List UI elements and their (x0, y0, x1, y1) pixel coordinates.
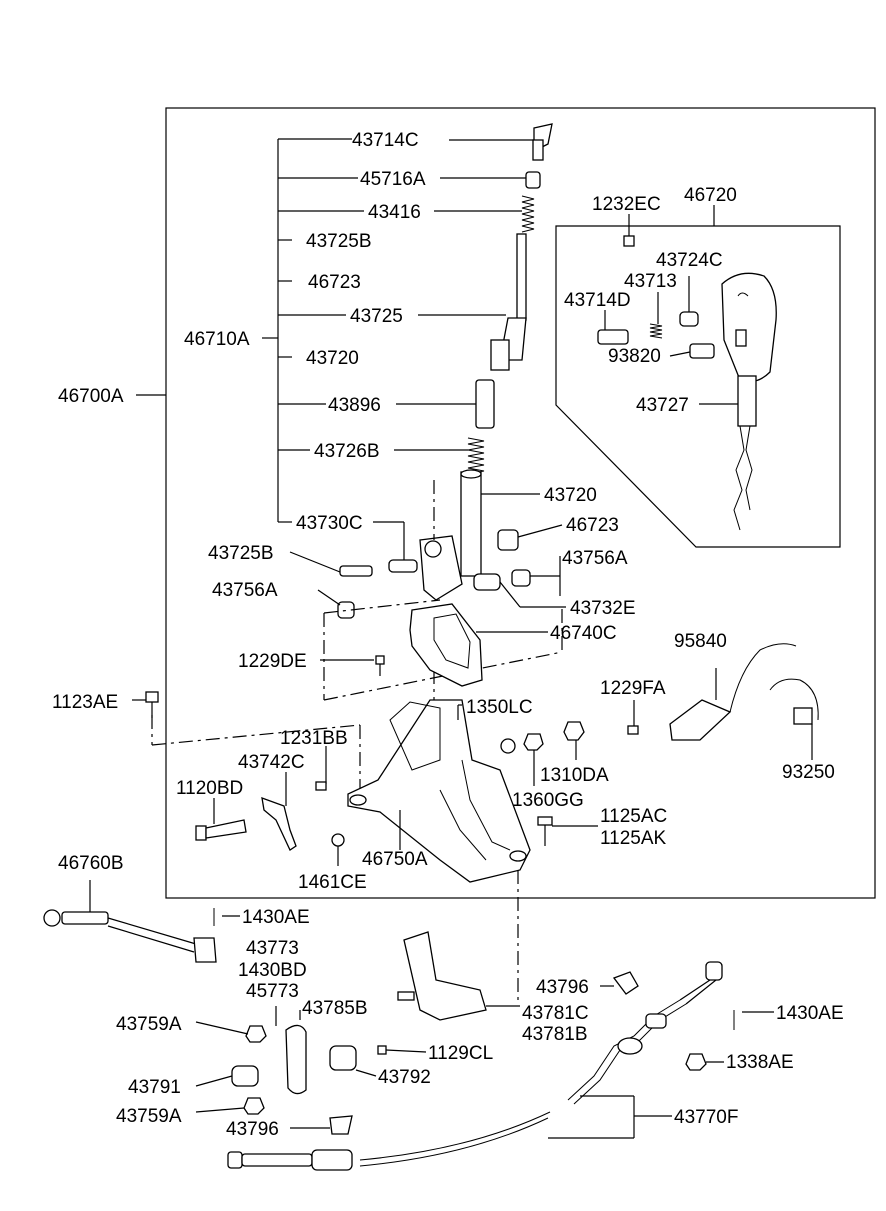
label-43759A-bottom: 43759A (116, 1106, 182, 1127)
label-1430AE-left: 1430AE (242, 907, 310, 928)
label-43725B-top: 43725B (306, 231, 372, 252)
screw-1229FA (627, 700, 639, 735)
part-labels: 43714C 45716A 43416 43725B 46723 43725 4… (52, 130, 844, 1140)
label-1360GG: 1360GG (512, 790, 584, 811)
screw-1229DE (320, 655, 385, 676)
label-1232EC: 1232EC (592, 194, 661, 215)
label-43714C: 43714C (352, 130, 419, 151)
label-1430BD: 1430BD (238, 960, 307, 981)
label-43759A-top: 43759A (116, 1014, 182, 1035)
label-45773: 45773 (246, 981, 299, 1002)
label-43416: 43416 (368, 202, 421, 223)
shift-knob-assembly (597, 205, 777, 531)
label-1338AE: 1338AE (726, 1052, 794, 1073)
label-43730C: 43730C (296, 513, 363, 534)
label-1461CE: 1461CE (298, 872, 367, 893)
label-46750A: 46750A (362, 849, 428, 870)
knob-assembly-frame (555, 225, 841, 548)
label-43727: 43727 (636, 395, 689, 416)
sensor-93250 (769, 678, 819, 760)
shift-cable-43770F (227, 961, 723, 1171)
label-43896: 43896 (328, 395, 381, 416)
label-93250: 93250 (782, 762, 835, 783)
washer-1461CE (331, 833, 345, 866)
clip-1430AE-right (733, 1010, 774, 1030)
label-1350LC: 1350LC (466, 697, 533, 718)
label-43796-bottom: 43796 (226, 1119, 279, 1140)
label-43756A-right: 43756A (562, 548, 628, 569)
bracket-43781C (397, 931, 520, 1021)
clip-1430AE-left (213, 908, 240, 926)
label-95840: 95840 (674, 631, 727, 652)
label-1430AE-right: 1430AE (776, 1003, 844, 1024)
screw-1231BB (315, 746, 327, 791)
bolt-1123AE (132, 691, 159, 718)
label-46700A: 46700A (58, 386, 124, 407)
label-1229DE: 1229DE (238, 651, 307, 672)
label-43756A-left: 43756A (212, 580, 278, 601)
label-46723-mid: 46723 (566, 515, 619, 536)
bolt-1120BD (195, 798, 247, 841)
label-43725: 43725 (350, 306, 403, 327)
label-46760B: 46760B (58, 853, 124, 874)
nut-1310DA (563, 721, 585, 760)
label-43791: 43791 (128, 1077, 181, 1098)
label-43792: 43792 (378, 1067, 431, 1088)
nut-1350LC (457, 704, 516, 754)
label-43770F: 43770F (674, 1107, 738, 1128)
label-45716A: 45716A (360, 169, 426, 190)
label-1125AC: 1125AC (600, 806, 667, 827)
nut-1360GG (523, 733, 544, 786)
label-43714D: 43714D (564, 290, 631, 311)
label-43781B: 43781B (522, 1024, 588, 1045)
label-43785B: 43785B (302, 998, 368, 1019)
lower-small-parts (195, 1006, 427, 1135)
shift-lever-shaft (289, 123, 566, 619)
label-46720: 46720 (684, 185, 737, 206)
label-43742C: 43742C (238, 752, 305, 773)
label-43773: 43773 (246, 938, 299, 959)
label-1120BD: 1120BD (176, 778, 243, 799)
label-93820: 93820 (608, 346, 661, 367)
label-43781C: 43781C (522, 1003, 589, 1024)
label-43720-mid: 43720 (544, 485, 597, 506)
label-46740C: 46740C (550, 623, 617, 644)
label-1125AK: 1125AK (600, 828, 667, 849)
label-46723-top: 46723 (308, 272, 361, 293)
label-43724C: 43724C (656, 250, 723, 271)
main-assembly-frame (165, 107, 876, 899)
label-1229FA: 1229FA (600, 678, 666, 699)
bracket-43742C (261, 772, 297, 851)
label-43720-top: 43720 (306, 348, 359, 369)
bolt-1125AC (537, 816, 598, 846)
label-43796-top: 43796 (536, 977, 589, 998)
control-rod-46760B (43, 880, 217, 963)
label-43726B: 43726B (314, 441, 380, 462)
indicator-cover-46740C (409, 603, 548, 687)
base-bracket-46750A (347, 699, 531, 883)
label-1129CL: 1129CL (428, 1043, 493, 1064)
label-1310DA: 1310DA (540, 765, 609, 786)
bracket-46710A (262, 138, 364, 523)
label-43725B-mid: 43725B (208, 543, 274, 564)
label-43732E: 43732E (570, 598, 636, 619)
label-1123AE: 1123AE (52, 692, 118, 713)
switch-95840 (669, 643, 797, 741)
label-1231BB: 1231BB (280, 728, 348, 749)
label-46710A: 46710A (184, 329, 250, 350)
nut-1338AE (685, 1053, 724, 1071)
label-43713: 43713 (624, 271, 677, 292)
clip-43796-top (600, 971, 639, 995)
